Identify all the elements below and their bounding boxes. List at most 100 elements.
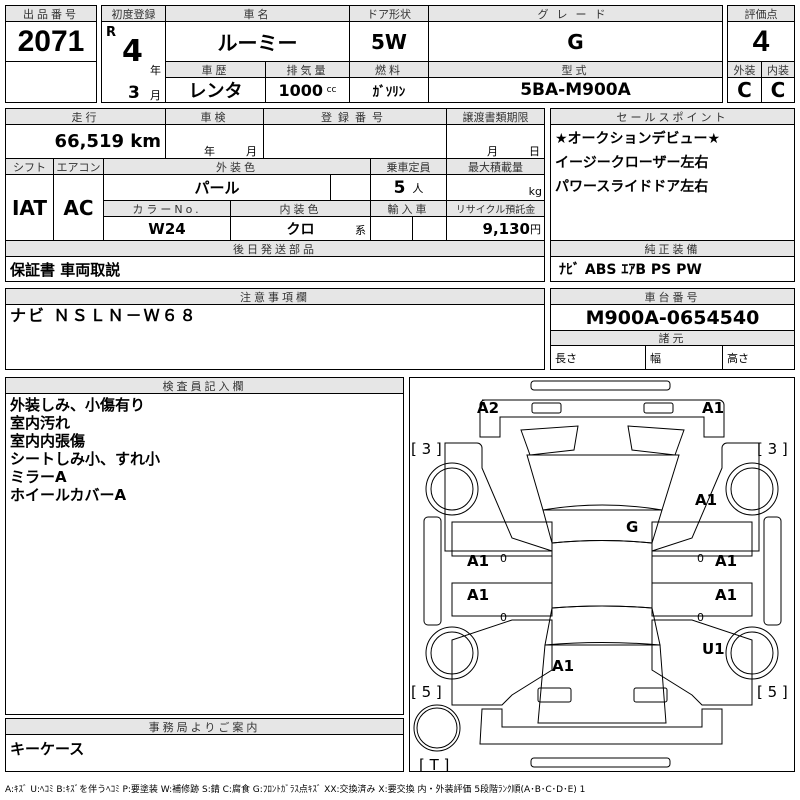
cc-unit: cc — [326, 85, 337, 95]
inspector-label: 検査員記入欄 — [5, 377, 404, 394]
mileage-label: 走行 — [5, 108, 166, 125]
inspection-label: 車検 — [165, 108, 264, 125]
fuel: ｶﾞｿﾘﾝ — [349, 77, 429, 103]
zero-mark: 0 — [500, 552, 507, 565]
transfer-label: 譲渡書類期限 — [446, 108, 545, 125]
yen-unit: 円 — [530, 222, 541, 236]
door-label: ドア形状 — [349, 5, 429, 22]
office-label: 事務局よりご案内 — [5, 718, 404, 735]
lot-empty — [5, 61, 97, 103]
mileage: 66,519 km — [5, 124, 166, 159]
reg-month: 3 — [128, 83, 140, 103]
inspector-notes: 外装しみ、小傷有り 室内汚れ 室内内張傷 シートしみ小、すれ小 ミラーA ホイー… — [5, 393, 404, 715]
inspector-line: 外装しみ、小傷有り — [10, 396, 146, 414]
import-b — [412, 216, 447, 241]
tire-tread-rl: [ 5 ] — [411, 683, 442, 701]
int-score: C — [761, 77, 795, 103]
capacity-label: 乗車定員 — [370, 158, 447, 175]
capacity-unit: 人 — [412, 181, 424, 195]
notes-label: 注意事項欄 — [5, 288, 545, 305]
history-label: 車歴 — [165, 61, 266, 78]
ext-color-extra — [330, 174, 371, 201]
int-color: クロ — [286, 221, 315, 238]
spec-length: 長さ — [550, 345, 646, 370]
damage-mark: G — [626, 518, 639, 536]
inspector-line: ホイールカバーA — [10, 486, 127, 504]
office-note: キーケース — [5, 734, 404, 772]
int-color-cell: クロ 系 — [230, 216, 371, 241]
color-no: W24 — [103, 216, 231, 241]
reg-year: 4 — [122, 34, 143, 69]
recycle: 9,130 — [482, 219, 530, 238]
zero-mark: 0 — [697, 552, 704, 565]
ac: AC — [53, 174, 104, 241]
shift-label: シフト — [5, 158, 54, 175]
zero-mark: 0 — [697, 611, 704, 624]
lot-label: 出品番号 — [5, 5, 97, 22]
later-parts-label: 後日発送部品 — [5, 240, 545, 257]
first-reg-label: 初度登録 — [101, 5, 166, 22]
damage-mark: A1 — [695, 491, 718, 509]
ext-score-label: 外装 — [727, 61, 762, 78]
model-code: 5BA-M900A — [428, 77, 723, 103]
damage-diagram — [409, 377, 795, 772]
note-line: ナビ ＮＳＬＮ－Ｗ６８ — [10, 306, 198, 325]
inspector-line: 室内汚れ — [10, 414, 71, 432]
ext-score: C — [727, 77, 762, 103]
chassis-number: M900A-0654540 — [550, 304, 795, 331]
import-a — [370, 216, 413, 241]
insp-year-unit: 年 — [204, 145, 215, 158]
reg-no — [263, 124, 447, 159]
transfer-day-unit: 日 — [529, 145, 540, 158]
sales-point: パワースライドドア左右 — [555, 179, 709, 195]
transfer-month-unit: 月 — [487, 145, 498, 158]
displacement-cell: 1000 cc — [265, 77, 350, 103]
tire-tread-rr: [ 5 ] — [757, 683, 788, 701]
grade-label: グレード — [428, 5, 723, 22]
car-name-label: 車名 — [165, 5, 350, 22]
score-label: 評価点 — [727, 5, 795, 22]
year-unit: 年 — [150, 64, 161, 77]
era: R — [106, 25, 117, 40]
damage-mark: A1 — [715, 586, 738, 604]
later-parts: 保証書 車両取説 — [5, 256, 545, 282]
inspector-line: 室内内張傷 — [10, 432, 86, 450]
inspector-line: シートしみ小、すれ小 — [10, 450, 161, 468]
sales-point: イージークローザー左右 — [555, 155, 709, 171]
inspector-line: ミラーA — [10, 468, 67, 486]
recycle-label: リサイクル預託金 — [446, 200, 545, 217]
tire-tread-fl: [ 3 ] — [411, 440, 442, 458]
import-label: 輸入車 — [370, 200, 447, 217]
ext-color-label: 外装色 — [103, 158, 371, 175]
shift: IAT — [5, 174, 54, 241]
max-load: kg — [446, 174, 545, 201]
first-reg-cell: R 4 年 3 月 — [101, 21, 166, 103]
chassis-label: 車台番号 — [550, 288, 795, 305]
notes: ナビ ＮＳＬＮ－Ｗ６８ — [5, 304, 545, 370]
history: レンタ — [165, 77, 266, 103]
damage-mark: A1 — [467, 552, 490, 570]
fuel-label: 燃料 — [349, 61, 429, 78]
insp-month-unit: 月 — [246, 145, 257, 158]
ac-label: エアコン — [53, 158, 104, 175]
specs-label: 諸元 — [550, 330, 795, 346]
grade: G — [428, 21, 723, 62]
inspection-cell: 年月 — [165, 124, 264, 159]
tire-tread-fr: [ 3 ] — [757, 440, 788, 458]
damage-mark: A1 — [715, 552, 738, 570]
equipment-label: 純正装備 — [550, 240, 795, 257]
damage-mark: A1 — [467, 586, 490, 604]
zero-mark: 0 — [500, 611, 507, 624]
reg-no-label: 登録番号 — [263, 108, 447, 125]
displacement-label: 排気量 — [265, 61, 350, 78]
color-no-label: カラーNo. — [103, 200, 231, 217]
int-color-unit: 系 — [355, 224, 366, 237]
sales-points-label: セールスポイント — [550, 108, 795, 125]
damage-mark: U1 — [702, 640, 725, 658]
capacity-cell: 5 人 — [370, 174, 447, 201]
equipment: ﾅﾋﾞ ABS ｴｱB PS PW — [550, 256, 795, 282]
spec-height: 高さ — [722, 345, 795, 370]
capacity: 5 — [393, 177, 406, 198]
spec-width: 幅 — [645, 345, 723, 370]
